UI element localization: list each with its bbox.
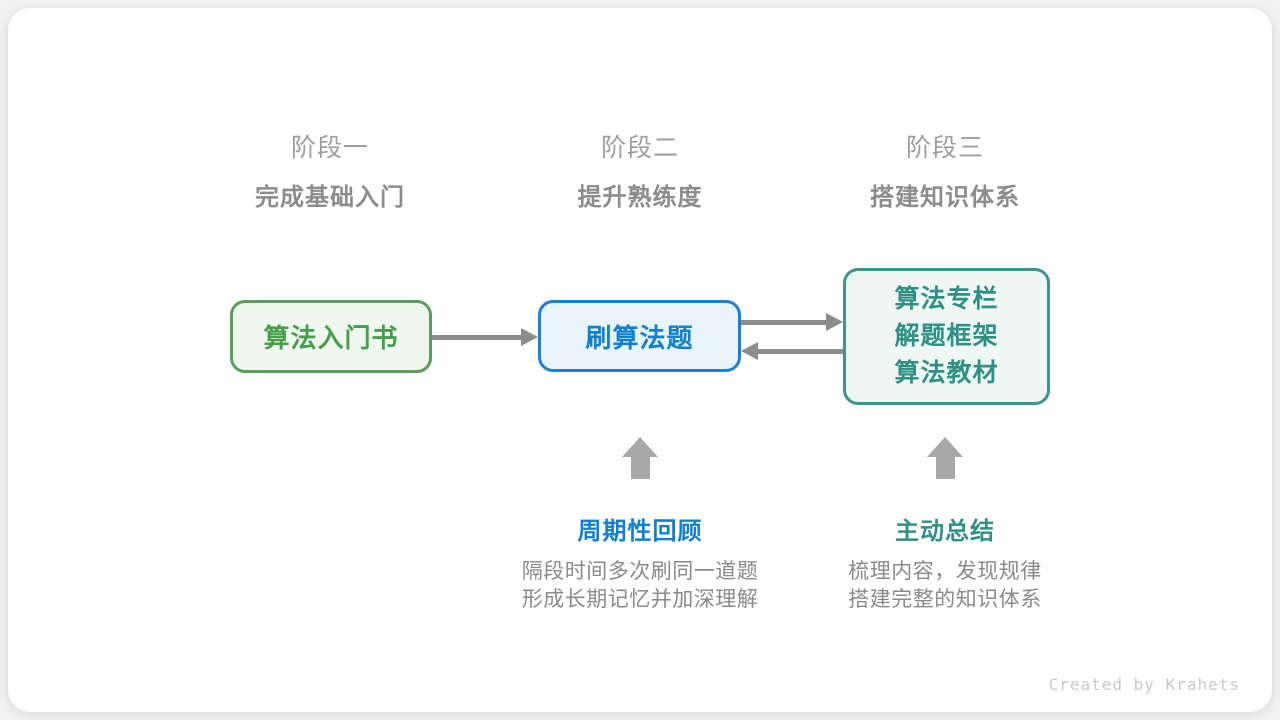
stage-2-label: 阶段二 — [600, 134, 679, 162]
arrow-up-icon — [622, 437, 658, 479]
stage-1-label: 阶段一 — [290, 134, 369, 162]
arrow-head-right — [521, 328, 538, 346]
annotation-desc-line: 梳理内容，发现规律 — [848, 560, 1042, 583]
annotation-active-summary-desc: 梳理内容，发现规律 搭建完整的知识体系 — [785, 558, 1105, 614]
arrow-up-icon — [927, 437, 963, 479]
annotation-periodic-review-desc: 隔段时间多次刷同一道题 形成长期记忆并加深理解 — [480, 558, 800, 614]
annotation-desc-line: 隔段时间多次刷同一道题 — [521, 560, 759, 583]
node-knowledge-line-2: 解题框架 — [894, 322, 999, 350]
node-intro-book: 算法入门书 — [230, 300, 432, 373]
node-knowledge-line-1: 算法专栏 — [894, 285, 999, 313]
arrow-right-icon — [741, 313, 843, 331]
arrow-left-icon — [741, 342, 843, 360]
arrow-shaft — [432, 334, 521, 340]
annotation-desc-line: 搭建完整的知识体系 — [848, 588, 1042, 611]
node-knowledge-sources: 算法专栏 解题框架 算法教材 — [843, 268, 1050, 405]
arrow-up-stem — [935, 457, 955, 479]
node-practice-problems-label: 刷算法题 — [585, 322, 694, 353]
stage-3-label: 阶段三 — [905, 134, 984, 162]
node-practice-problems: 刷算法题 — [538, 300, 741, 372]
stage-3-subtitle: 搭建知识体系 — [870, 184, 1020, 211]
annotation-periodic-review-title: 周期性回顾 — [577, 518, 703, 545]
stage-1-subtitle: 完成基础入门 — [255, 184, 405, 211]
credit-text: Created by Krahets — [1048, 675, 1240, 694]
arrow-up-stem — [630, 457, 650, 479]
arrow-up-head — [927, 437, 963, 457]
annotation-active-summary-title: 主动总结 — [895, 518, 995, 545]
arrow-head-right — [826, 313, 843, 331]
annotation-desc-line: 形成长期记忆并加深理解 — [521, 588, 759, 611]
stage-2-subtitle: 提升熟练度 — [577, 184, 703, 211]
arrow-right-icon — [432, 328, 538, 346]
arrow-shaft — [741, 319, 826, 325]
node-intro-book-label: 算法入门书 — [263, 323, 399, 353]
arrow-shaft — [758, 348, 843, 354]
node-knowledge-line-3: 算法教材 — [894, 359, 999, 387]
arrow-head-left — [741, 342, 758, 360]
arrow-up-head — [622, 437, 658, 457]
